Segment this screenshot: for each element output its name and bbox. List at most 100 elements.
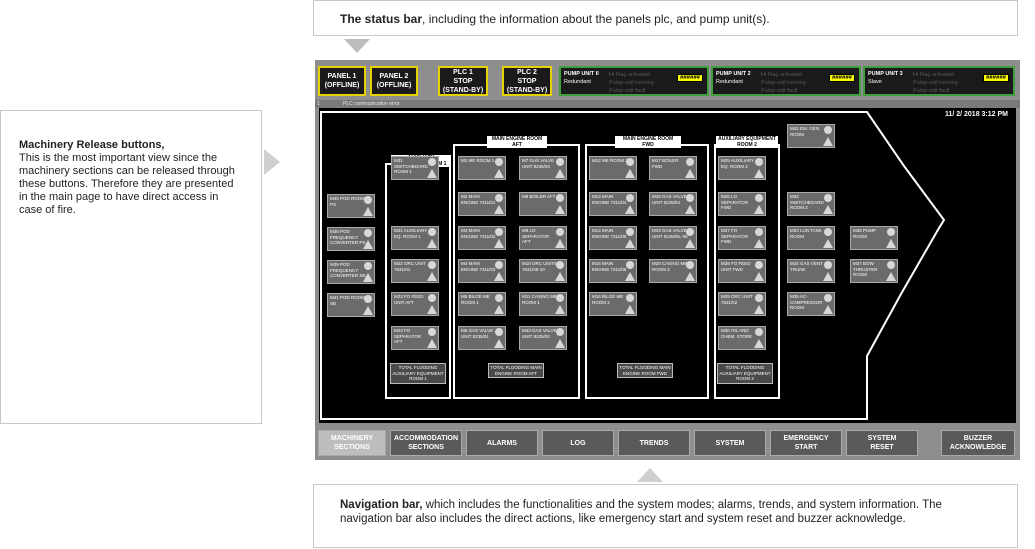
- total-flooding-me-room-fwd-button[interactable]: TOTAL FLOODING MAIN ENGINE ROOM FWD: [617, 363, 673, 378]
- nav-callout-title: Navigation bar,: [340, 499, 423, 511]
- section-m36[interactable]: M36 PUMP ROOM: [850, 226, 898, 250]
- warning-triangle-icon: [494, 239, 504, 248]
- section-m31[interactable]: M31 SWITCHBOARD ROOM 1: [391, 156, 439, 180]
- section-m33[interactable]: M33 LUN TANK ROOM: [787, 226, 835, 250]
- nav-system[interactable]: SYSTEM: [694, 430, 766, 456]
- section-m5[interactable]: M5 BILGE ME ROOM 1: [458, 292, 506, 316]
- section-m26[interactable]: M26 LO SEPARATOR FWD: [718, 192, 766, 216]
- nav-accommodation-l1: ACCOMMODATION: [393, 435, 459, 442]
- warning-triangle-icon: [427, 272, 437, 281]
- section-m35[interactable]: M35 AC-COMPRESSOR ROOM: [787, 292, 835, 316]
- section-m1[interactable]: M1 ME ROOM 1: [458, 156, 506, 180]
- section-m3[interactable]: M3 MAIN ENGINE 7311/02: [458, 226, 506, 250]
- panel-2-status[interactable]: PANEL 2 (OFFLINE): [370, 66, 418, 96]
- section-m32[interactable]: M32 SWITCHBOARD ROOM 2: [787, 192, 835, 216]
- section-m39[interactable]: M39 POD FREQUENCY CONVERTER SB: [327, 260, 375, 284]
- section-m19-label: M19 GAS VALVE UNIT 8235/05,-06: [652, 228, 688, 239]
- section-m30[interactable]: M30 OIL AND CHEM. STORE: [718, 326, 766, 350]
- section-m16[interactable]: M16 BILGE ME ROOM 2: [589, 292, 637, 316]
- warning-triangle-icon: [685, 205, 695, 214]
- section-m13[interactable]: M13 MAIN ENGINE 7311/04: [589, 192, 637, 216]
- section-m20[interactable]: M20 CASING ME ROOM 2: [649, 259, 697, 283]
- section-m25[interactable]: M25 AUXILIARY EQ. ROOM 2: [718, 156, 766, 180]
- section-m10-label: M10 ORC UNITS 7531/09-10: [522, 261, 557, 272]
- section-m41[interactable]: M41 POD ROOM SB: [327, 293, 375, 317]
- message-text: PLC communication error: [343, 101, 400, 107]
- section-m22[interactable]: M22 ORC UNIT 7531/01: [391, 259, 439, 283]
- warning-triangle-icon: [754, 169, 764, 178]
- plc-1-state: STOP: [453, 77, 473, 85]
- nav-trends[interactable]: TRENDS: [618, 430, 690, 456]
- plc-2-status[interactable]: PLC 2 STOP (STAND-BY): [502, 66, 552, 96]
- status-indicator-icon: [364, 262, 372, 270]
- warning-triangle-icon: [363, 207, 373, 216]
- status-bar-callout: The status bar, including the informatio…: [313, 0, 1018, 36]
- section-m12[interactable]: M12 ME ROOM 2: [589, 156, 637, 180]
- section-m15[interactable]: M15 MAIN ENGINE 7311/06: [589, 259, 637, 283]
- nav-buzzer-l2: ACKNOWLEDGE: [949, 444, 1007, 451]
- nav-buzzer-l1: BUZZER: [963, 435, 993, 442]
- nav-buzzer-acknowledge[interactable]: BUZZER ACKNOWLEDGE: [941, 430, 1015, 456]
- total-flooding-aux-room-1-button[interactable]: TOTAL FLOODING AUXILIARY EQUIPMENT ROOM …: [390, 363, 446, 384]
- section-m6[interactable]: M6 GAS VALVE UNIT 8235/01: [458, 326, 506, 350]
- nav-emergency-l2: START: [794, 444, 818, 451]
- pump-unit-1[interactable]: PUMP UNIT II Redundant Hi Flag activated…: [559, 66, 709, 96]
- status-indicator-icon: [887, 228, 895, 236]
- section-m14[interactable]: M14 MAIN ENGINE 7311/05: [589, 226, 637, 250]
- release-callout-text: This is the most important view since th…: [19, 152, 235, 216]
- section-m9-label: M9 LO SEPARATOR AFT: [522, 228, 550, 244]
- section-m34[interactable]: M34 GAS VENT TRUNK: [787, 259, 835, 283]
- section-m19[interactable]: M19 GAS VALVE UNIT 8235/05,-06: [649, 226, 697, 250]
- section-m28[interactable]: M28 FO FEED UNIT FWD: [718, 259, 766, 283]
- section-m18[interactable]: M18 GAS VALVE UNIT 8235/04: [649, 192, 697, 216]
- section-m11[interactable]: M11 CASING ME ROOM 1: [519, 292, 567, 316]
- section-m37[interactable]: M37 BOW THRUSTER ROOM: [850, 259, 898, 283]
- section-m27[interactable]: M27 FO SEPARATOR FWD: [718, 226, 766, 250]
- section-m17[interactable]: M17 BOILER FWD: [649, 156, 697, 180]
- plc-1-status[interactable]: PLC 1 STOP (STAND-BY): [438, 66, 488, 96]
- nav-reset-l2: RESET: [870, 444, 894, 451]
- section-m4[interactable]: M4 MAIN ENGINE 7311/03: [458, 259, 506, 283]
- total-flooding-me-room-aft-button[interactable]: TOTAL FLOODING MAIN ENGINE ROOM AFT: [488, 363, 544, 378]
- status-indicator-icon: [495, 328, 503, 336]
- section-m22-label: M22 ORC UNIT 7531/01: [394, 261, 426, 272]
- section-m9[interactable]: M9 LO SEPARATOR AFT: [519, 226, 567, 250]
- section-m7[interactable]: M7 GAS VALVE UNIT 8235/03: [519, 156, 567, 180]
- section-m10[interactable]: M10 ORC UNITS 7531/09-10: [519, 259, 567, 283]
- nav-log[interactable]: LOG: [542, 430, 614, 456]
- status-indicator-icon: [556, 294, 564, 302]
- warning-triangle-icon: [363, 306, 373, 315]
- section-m16-label: M16 BILGE ME ROOM 2: [592, 294, 624, 305]
- plc-1-mode: (STAND-BY): [442, 86, 484, 94]
- pump-unit-2-role: Redundant: [716, 79, 743, 85]
- section-m2[interactable]: M2 MAIN ENGINE 7311/01: [458, 192, 506, 216]
- section-m24[interactable]: M24 FO SEPARATOR AFT: [391, 326, 439, 350]
- section-m21[interactable]: M21 AUXILIARY EQ. ROOM 1: [391, 226, 439, 250]
- panel-1-status[interactable]: PANEL 1 (OFFLINE): [318, 66, 366, 96]
- section-m30-label: M30 OIL AND CHEM. STORE: [721, 328, 753, 339]
- warning-triangle-icon: [625, 272, 635, 281]
- total-flooding-aux-room-2-button[interactable]: TOTAL FLOODING AUXILIARY EQUIPMENT ROOM …: [717, 363, 773, 384]
- section-m42[interactable]: M42 EM. GEN. ROOM: [787, 124, 835, 148]
- section-m43[interactable]: M43 GAS VALVE UNIT 8235/02: [519, 326, 567, 350]
- status-indicator-icon: [495, 261, 503, 269]
- section-m8[interactable]: M8 BOILER AFT: [519, 192, 567, 216]
- section-m23[interactable]: M23 FO FEED UNIT AFT: [391, 292, 439, 316]
- section-m38[interactable]: M38 POD FREQUENCY CONVERTER PS: [327, 227, 375, 251]
- status-indicator-icon: [428, 228, 436, 236]
- status-indicator-icon: [686, 194, 694, 202]
- section-m29-label: M29 ORC UNIT 7531/02: [721, 294, 753, 305]
- nav-alarms[interactable]: ALARMS: [466, 430, 538, 456]
- section-m29[interactable]: M29 ORC UNIT 7531/02: [718, 292, 766, 316]
- status-indicator-icon: [755, 294, 763, 302]
- section-m40[interactable]: M40 POD ROOM PS: [327, 194, 375, 218]
- warning-triangle-icon: [427, 239, 437, 248]
